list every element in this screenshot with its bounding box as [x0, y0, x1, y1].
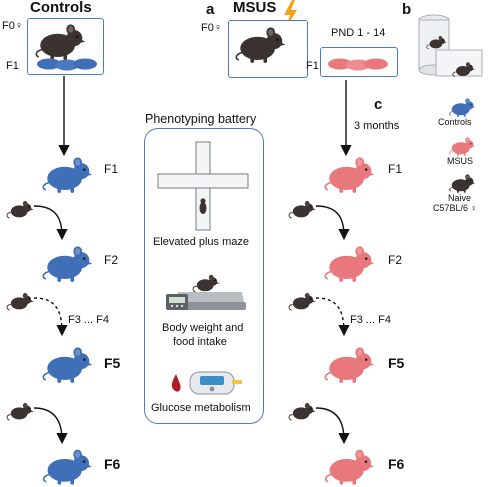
lightning-icon: [284, 0, 297, 28]
msus-f1-gen-label: F1: [388, 162, 403, 176]
controls-f2-mouse: [40, 242, 98, 284]
controls-f0-label: F0♀: [2, 20, 24, 32]
legend-msus-label: MSUS: [447, 156, 474, 166]
food-intake-label: food intake: [173, 336, 227, 348]
controls-f1-gen-label: F1: [104, 162, 119, 176]
msus-naive-mouse-1: [288, 198, 318, 220]
age-label: 3 months: [354, 120, 400, 132]
controls-f6-mouse: [40, 446, 98, 486]
controls-f5-mouse: [40, 343, 98, 385]
legend-strain-label: C57BL/6 ♀: [433, 203, 478, 213]
controls-title: Controls: [30, 0, 92, 16]
controls-pups: [37, 58, 97, 71]
msus-naive-mouse-3: [288, 400, 318, 422]
legend-naive-label: Naive: [448, 193, 472, 203]
pnd-label: PND 1 - 14: [331, 27, 386, 39]
plus-maze-illustration: [157, 141, 249, 231]
controls-f2-gen-label: F2: [104, 253, 119, 267]
controls-naive-mouse-1: [6, 198, 36, 220]
controls-f5-gen-label: F5: [104, 355, 121, 371]
panel-letter-c: c: [374, 96, 383, 113]
glucose-label: Glucose metabolism: [151, 402, 251, 414]
controls-naive-mouse-3: [6, 400, 36, 422]
msus-naive-mouse-2: [288, 290, 318, 312]
controls-f1-mouse: [40, 153, 98, 195]
scale-illustration: [166, 274, 246, 310]
controls-naive-mouse-2: [6, 290, 36, 312]
msus-f1-mouse: [322, 153, 380, 195]
msus-pups: [328, 58, 388, 71]
msus-f2-gen-label: F2: [388, 253, 403, 267]
msus-f5-mouse: [322, 343, 380, 385]
panel-letter-a: a: [206, 1, 215, 18]
msus-f5-gen-label: F5: [388, 355, 405, 371]
controls-f6-gen-label: F6: [104, 456, 121, 472]
legend-controls-label: Controls: [438, 117, 472, 127]
panel-letter-b: b: [402, 1, 412, 18]
glucose-meter-illustration: [171, 371, 242, 395]
msus-f6-mouse: [322, 446, 380, 486]
msus-title: MSUS: [233, 0, 277, 16]
msus-f0-label: F0♀: [201, 22, 223, 34]
cage-illustration: [418, 14, 483, 77]
msus-f2-mouse: [322, 242, 380, 284]
controls-f1-label: F1: [6, 60, 19, 72]
controls-f3-f4-label: F3 ... F4: [68, 314, 109, 326]
body-weight-label: Body weight and: [162, 322, 244, 334]
plus-maze-label: Elevated plus maze: [153, 236, 249, 248]
msus-f1-label: F1: [306, 60, 319, 72]
phenotyping-title: Phenotyping battery: [143, 112, 259, 126]
msus-f3-f4-label: F3 ... F4: [350, 314, 391, 326]
msus-f6-gen-label: F6: [388, 456, 405, 472]
